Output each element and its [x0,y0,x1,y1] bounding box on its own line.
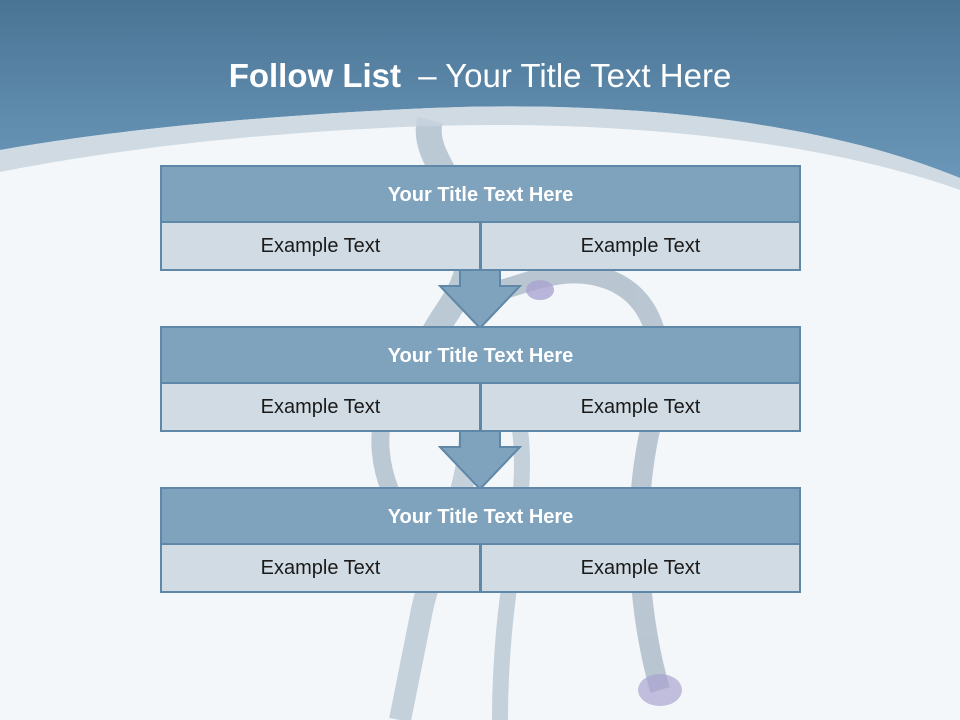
title-separator: – [418,57,437,94]
list-box-3: Your Title Text Here Example Text Exampl… [160,487,801,593]
list-box-2: Your Title Text Here Example Text Exampl… [160,326,801,432]
list-box-1: Your Title Text Here Example Text Exampl… [160,165,801,271]
box-cell-right: Example Text [480,543,801,593]
box-cell-right: Example Text [480,382,801,432]
slide-title: Follow List – Your Title Text Here [0,56,960,96]
box-heading: Your Title Text Here [160,326,801,386]
title-rest: Your Title Text Here [445,57,732,94]
box-cell-left: Example Text [160,382,481,432]
box-cell-left: Example Text [160,221,481,271]
title-bold: Follow List [228,57,402,94]
down-arrow-icon [438,431,522,491]
box-heading: Your Title Text Here [160,165,801,225]
down-arrow-icon [438,270,522,330]
box-cell-right: Example Text [480,221,801,271]
box-heading: Your Title Text Here [160,487,801,547]
box-cell-left: Example Text [160,543,481,593]
